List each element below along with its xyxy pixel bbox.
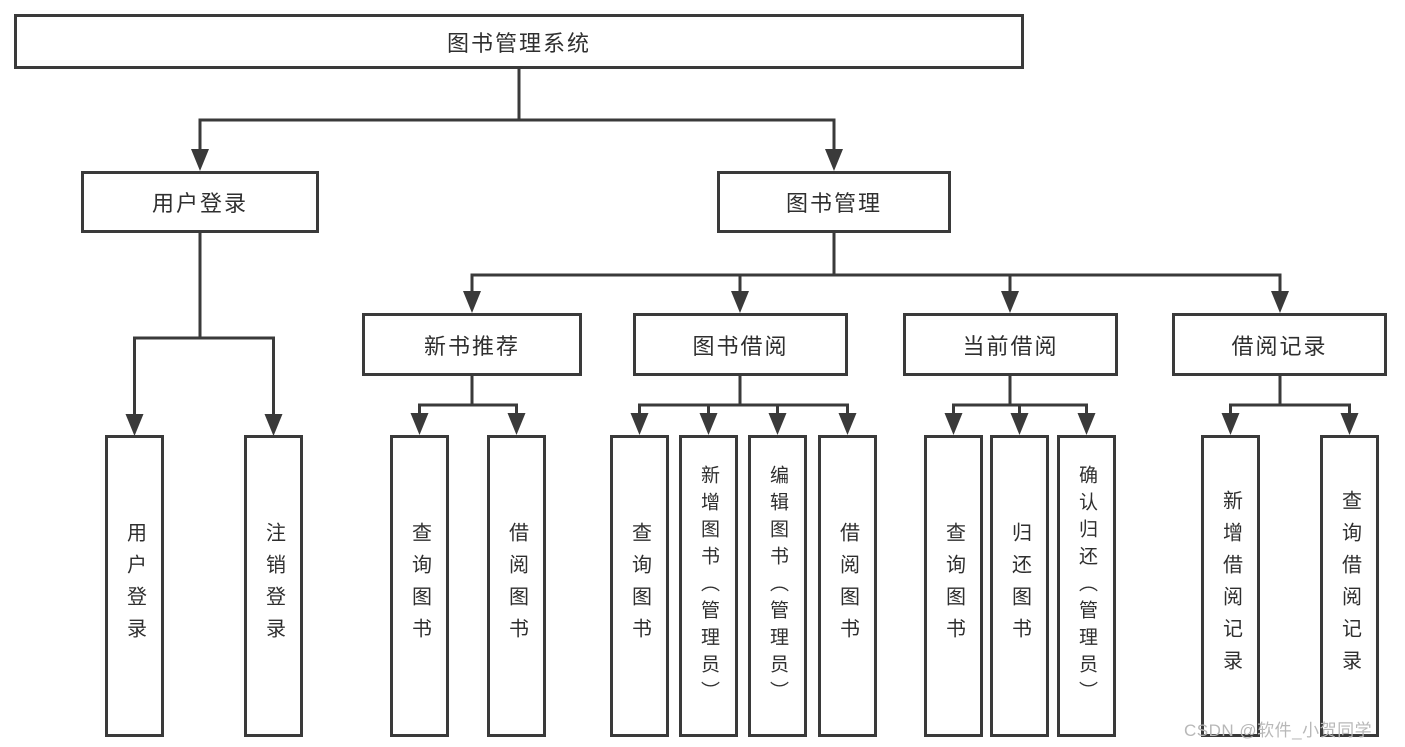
- node-user-login: 用户登录: [81, 171, 319, 233]
- leaf-add-books-admin: 新增图书（管理员）: [679, 435, 738, 737]
- node-new-book-recommend: 新书推荐: [362, 313, 582, 376]
- leaf-return-books: 归还图书: [990, 435, 1049, 737]
- leaf-query-borrow-record: 查询借阅记录: [1320, 435, 1379, 737]
- leaf-logout: 注销登录: [244, 435, 303, 737]
- leaf-label: 编辑图书（管理员）: [767, 464, 788, 708]
- leaf-label: 归还图书: [1008, 522, 1031, 650]
- node-book-management: 图书管理: [717, 171, 951, 233]
- leaf-label: 查询图书: [408, 522, 431, 650]
- leaf-edit-books-admin: 编辑图书（管理员）: [748, 435, 807, 737]
- node-root-system: 图书管理系统: [14, 14, 1024, 69]
- tree-edges: [133, 69, 1351, 417]
- leaf-label: 查询借阅记录: [1338, 490, 1361, 682]
- leaf-query-books-borrow: 查询图书: [610, 435, 669, 737]
- node-current-borrow: 当前借阅: [903, 313, 1118, 376]
- leaf-label: 查询图书: [628, 522, 651, 650]
- leaf-label: 查询图书: [942, 522, 965, 650]
- leaf-query-books-current: 查询图书: [924, 435, 983, 737]
- leaf-confirm-return-admin: 确认归还（管理员）: [1057, 435, 1116, 737]
- leaf-label: 新增图书（管理员）: [698, 464, 719, 708]
- arrowhead-icons: [125, 149, 1359, 436]
- leaf-label: 新增借阅记录: [1219, 490, 1242, 682]
- leaf-query-books-recommend: 查询图书: [390, 435, 449, 737]
- leaf-user-login: 用户登录: [105, 435, 164, 737]
- node-borrow-records: 借阅记录: [1172, 313, 1387, 376]
- leaf-label: 借阅图书: [836, 522, 859, 650]
- leaf-borrow-books-recommend: 借阅图书: [487, 435, 546, 737]
- leaf-label: 确认归还（管理员）: [1076, 464, 1097, 708]
- csdn-watermark: CSDN @软件_小贺同学: [1184, 721, 1373, 740]
- leaf-add-borrow-record: 新增借阅记录: [1201, 435, 1260, 737]
- leaf-label: 注销登录: [262, 522, 285, 650]
- leaf-label: 借阅图书: [505, 522, 528, 650]
- node-book-borrow: 图书借阅: [633, 313, 848, 376]
- leaf-label: 用户登录: [123, 522, 146, 650]
- leaf-borrow-books: 借阅图书: [818, 435, 877, 737]
